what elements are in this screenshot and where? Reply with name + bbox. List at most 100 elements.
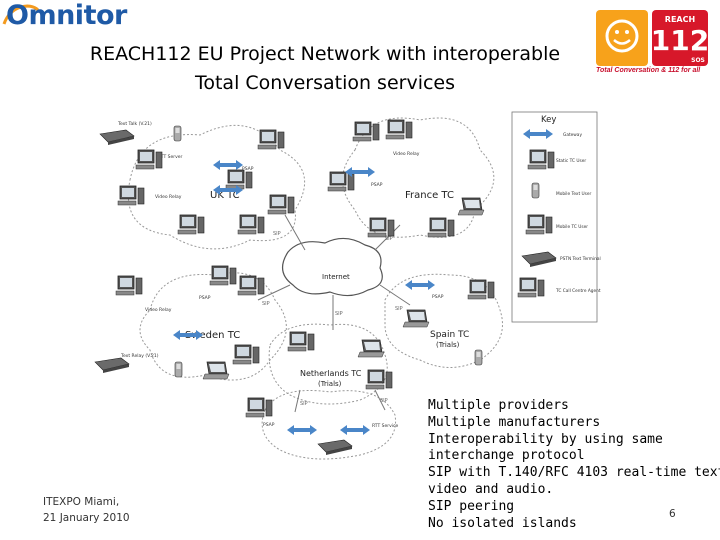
key-computer-icon	[525, 214, 553, 235]
phone-icon	[173, 125, 182, 142]
footer-date: 21 January 2010	[43, 512, 130, 524]
slide-title: REACH112 EU Project Network with interop…	[60, 40, 590, 98]
reach112-logo: REACH 112 SOS	[596, 10, 709, 66]
computer-icon	[177, 214, 205, 235]
uk-video-label: Video Relay	[155, 194, 182, 200]
key-item-label: PSTN Text Terminal	[560, 256, 601, 262]
internet-cloud	[282, 237, 383, 297]
key-title: Key	[541, 115, 556, 125]
computer-icon	[232, 344, 260, 365]
se-video-label: Video Relay	[145, 307, 172, 313]
computer-icon	[257, 129, 285, 150]
sip-label-es: SIP	[395, 306, 403, 312]
uk-rtt-label: RTT Server	[158, 154, 183, 160]
fr-psap-label: PSAP	[371, 182, 383, 188]
nl-bottom-cloud	[261, 389, 397, 460]
sip-label-fr: SIP	[385, 236, 393, 242]
uk-cloud	[127, 124, 306, 250]
france-cloud	[342, 117, 495, 238]
bullet-item: Interoperability by using same	[428, 431, 663, 447]
gateway-icon	[403, 278, 437, 292]
reach-number-text: 112	[651, 24, 709, 57]
internet-label: Internet	[322, 273, 350, 281]
netherlands-tc-label: Netherlands TC	[300, 369, 362, 378]
key-phone-icon	[531, 182, 540, 199]
france-tc-label: France TC	[405, 190, 454, 201]
computer-icon	[117, 185, 145, 206]
laptop-icon	[202, 361, 230, 380]
key-item-label: Static TC User	[556, 158, 586, 164]
laptop-icon	[402, 309, 430, 328]
sip-label-uk: SIP	[273, 231, 281, 237]
computer-icon	[209, 265, 237, 286]
computer-icon	[367, 217, 395, 238]
bullet-item: interchange protocol	[428, 448, 585, 464]
title-line-1: REACH112 EU Project Network with interop…	[89, 43, 561, 65]
netherlands-trials-label: (Trials)	[318, 380, 342, 388]
bullet-item: No isolated islands	[428, 515, 577, 531]
gateway-icon	[285, 423, 319, 437]
key-item-label: Gateway	[563, 132, 582, 138]
phone-icon	[474, 349, 483, 366]
bullet-item: SIP with T.140/RFC 4103 real-time text,	[428, 465, 720, 481]
computer-icon	[365, 369, 393, 390]
omnitor-logo-swoosh	[2, 4, 40, 25]
computer-icon	[115, 275, 143, 296]
terminal-icon	[317, 439, 353, 456]
computer-icon	[467, 279, 495, 300]
terminal-icon	[99, 129, 135, 146]
bullet-item: SIP peering	[428, 498, 515, 514]
laptop-icon	[357, 339, 385, 358]
key-item-label: TC Call Centre Agent	[555, 288, 601, 294]
terminal-icon	[94, 357, 130, 374]
uk-psap-label: PSAP	[242, 166, 254, 172]
bullet-item: video and audio.	[428, 481, 554, 497]
es-psap-label: PSAP	[432, 294, 444, 300]
omnitor-logo: Omnitor	[6, 0, 127, 31]
reach112-caption: Total Conversation & 112 for all	[596, 67, 701, 74]
fr-video-label: Video Relay	[393, 151, 420, 157]
key-item-label: Mobile Text User	[556, 191, 592, 197]
computer-icon	[385, 119, 413, 140]
bullet-item: Multiple manufacturers	[428, 414, 601, 430]
phone-icon	[174, 361, 183, 378]
sip-label-nl: SIP	[335, 311, 343, 317]
sip-label-se: SIP	[262, 301, 270, 307]
se-text-relay-label: Text Relay (V.21)	[120, 353, 159, 359]
diagram-key: Key Gateway Static TC User Mobile Text U…	[511, 111, 601, 323]
computer-icon	[135, 149, 163, 170]
computer-icon	[287, 331, 315, 352]
page-number: 6	[669, 508, 676, 520]
computer-icon	[225, 169, 253, 190]
key-computer-icon	[517, 277, 545, 298]
computer-icon	[352, 121, 380, 142]
computer-icon	[267, 194, 295, 215]
netherlands-cloud	[268, 323, 388, 405]
spain-trials-label: (Trials)	[436, 341, 460, 349]
key-item-label: Mobile TC User	[556, 224, 588, 230]
slide-footer: ITEXPO Miami, 21 January 2010	[43, 494, 130, 526]
uk-tc-label: UK TC	[210, 190, 240, 201]
sweden-tc-label: Sweden TC	[185, 330, 240, 341]
gateway-icon	[211, 158, 245, 172]
uk-text-talk-label: Text Talk (V.21)	[117, 121, 152, 127]
key-computer-icon	[527, 149, 555, 170]
laptop-icon	[457, 197, 485, 216]
spain-tc-label: Spain TC	[430, 330, 469, 340]
reach-sos-text: SOS	[691, 57, 705, 64]
computer-icon	[237, 275, 265, 296]
sip-label-nl2: SIP	[300, 401, 308, 407]
gateway-icon	[338, 423, 372, 437]
computer-icon	[237, 214, 265, 235]
spain-cloud	[384, 273, 503, 368]
bullet-item: Multiple providers	[428, 398, 569, 413]
se-psap-label: PSAP	[199, 295, 211, 301]
computer-icon	[427, 217, 455, 238]
computer-icon	[245, 397, 273, 418]
sip-label-nl3: SIP	[380, 398, 388, 404]
reach-badge-text: REACH	[665, 15, 695, 24]
title-line-2: Total Conversation services	[194, 72, 456, 94]
nl-psap-label: PSAP	[263, 422, 275, 428]
footer-event: ITEXPO Miami,	[43, 496, 120, 508]
